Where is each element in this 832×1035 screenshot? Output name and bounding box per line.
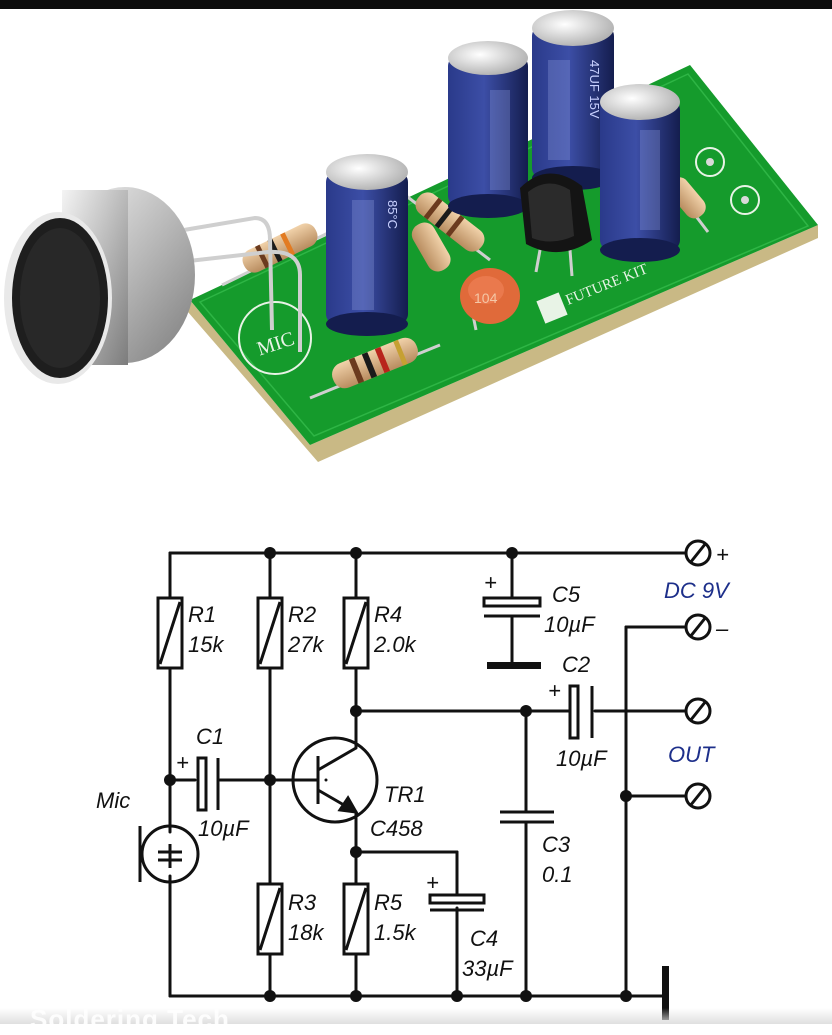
resistor-r4 — [342, 596, 370, 670]
capacitor-c4 — [428, 893, 486, 912]
mic-leads-photo — [171, 215, 302, 352]
r5-value: 1.5k — [374, 920, 417, 945]
supply-label: DC 9V — [664, 578, 731, 603]
electrolytic-cap-photo-4 — [600, 84, 680, 262]
c1-name: C1 — [196, 724, 224, 749]
watermark-text: Soldering Tech — [30, 1004, 230, 1034]
c2-name: C2 — [562, 652, 590, 677]
c4-plus: + — [426, 870, 439, 895]
c2-plus: + — [548, 678, 561, 703]
r3-name: R3 — [288, 890, 317, 915]
tr1-value: C458 — [370, 816, 423, 841]
ceramic-capacitor-photo: 104 — [460, 268, 520, 331]
tr1-name: TR1 — [384, 782, 426, 807]
resistor-photo-bottom — [309, 337, 441, 400]
junction-dots — [164, 547, 632, 1002]
capacitor-c2 — [568, 684, 594, 740]
capacitor-c1 — [196, 756, 220, 812]
r4-value: 2.0k — [373, 632, 417, 657]
resistor-r3 — [256, 882, 284, 956]
resistor-r1 — [156, 596, 184, 670]
terminal-minus — [684, 613, 712, 641]
transistor-photo — [520, 173, 592, 277]
schematic-wires — [168, 551, 688, 998]
c4-value: 33µF — [462, 956, 514, 981]
r4-name: R4 — [374, 602, 402, 627]
resistor-r5 — [342, 882, 370, 956]
disc-cap-marking: 104 — [474, 290, 498, 306]
c5-plus: + — [484, 570, 497, 595]
output-label: OUT — [668, 742, 716, 767]
capacitor-c5 — [482, 596, 542, 618]
r1-value: 15k — [188, 632, 224, 657]
c5-name: C5 — [552, 582, 581, 607]
c1-value: 10µF — [198, 816, 250, 841]
r2-name: R2 — [288, 602, 316, 627]
top-edge-bar — [0, 0, 832, 9]
r5-name: R5 — [374, 890, 403, 915]
resistor-photo-middle — [404, 192, 491, 272]
microphone-symbol — [138, 824, 200, 884]
c4-name: C4 — [470, 926, 498, 951]
cap3-marking: 47UF 15V — [587, 60, 602, 119]
mic-pad-circle — [238, 301, 312, 375]
terminals — [684, 539, 712, 810]
r3-value: 18k — [288, 920, 324, 945]
c1-plus: + — [176, 750, 189, 775]
r1-name: R1 — [188, 602, 216, 627]
electrolytic-cap-photo-1: 85°C — [326, 154, 408, 336]
cap1-marking: 85°C — [385, 200, 400, 229]
supply-plus: + — [716, 542, 729, 567]
mic-label: Mic — [96, 788, 130, 813]
terminal-out-1 — [684, 697, 712, 725]
terminal-plus — [684, 539, 712, 567]
supply-minus: – — [715, 616, 729, 641]
microphone-photo — [4, 187, 195, 384]
ground-bar — [487, 662, 541, 669]
electrolytic-cap-photo-3: 47UF 15V — [532, 10, 614, 190]
terminal-out-2 — [684, 782, 712, 810]
transistor-tr1 — [291, 736, 379, 824]
c5-value: 10µF — [544, 612, 596, 637]
watermark-fade — [0, 1008, 832, 1024]
c3-name: C3 — [542, 832, 571, 857]
resistor-r2 — [256, 596, 284, 670]
ground-bar-bottom — [662, 966, 669, 1020]
c2-value: 10µF — [556, 746, 608, 771]
capacitor-c3 — [500, 810, 554, 824]
pcb-photo: MIC F FUTURE KIT 104 — [4, 10, 818, 462]
electrolytic-cap-photo-2 — [448, 41, 528, 218]
c3-value: 0.1 — [542, 862, 573, 887]
r2-value: 27k — [287, 632, 324, 657]
